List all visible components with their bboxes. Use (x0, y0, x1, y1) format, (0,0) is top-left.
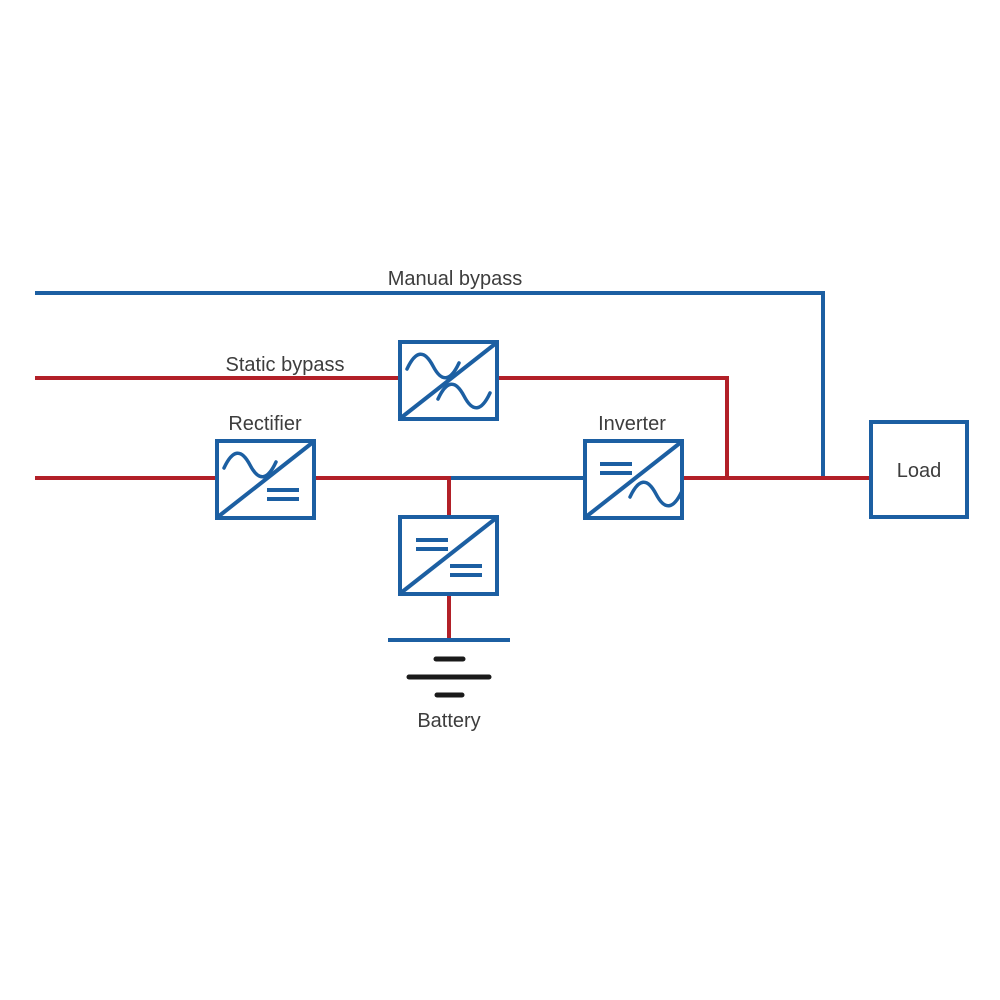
ac-dc-converter-icon (215, 439, 316, 520)
dc-ac-converter-icon (583, 439, 684, 520)
static-bypass-label: Static bypass (226, 354, 345, 376)
load-box: Load (869, 420, 969, 519)
static-bypass-line-right (497, 376, 729, 480)
battery-cells-icon (388, 638, 510, 698)
ac-ac-converter-icon (398, 340, 499, 421)
manual-bypass-line (35, 291, 825, 480)
manual-bypass-label: Manual bypass (388, 268, 523, 290)
load-label: Load (897, 460, 942, 482)
rectifier-label: Rectifier (228, 413, 302, 435)
battery-label: Battery (417, 710, 480, 732)
inverter-label: Inverter (598, 413, 666, 435)
dc-dc-converter-icon (398, 515, 499, 596)
